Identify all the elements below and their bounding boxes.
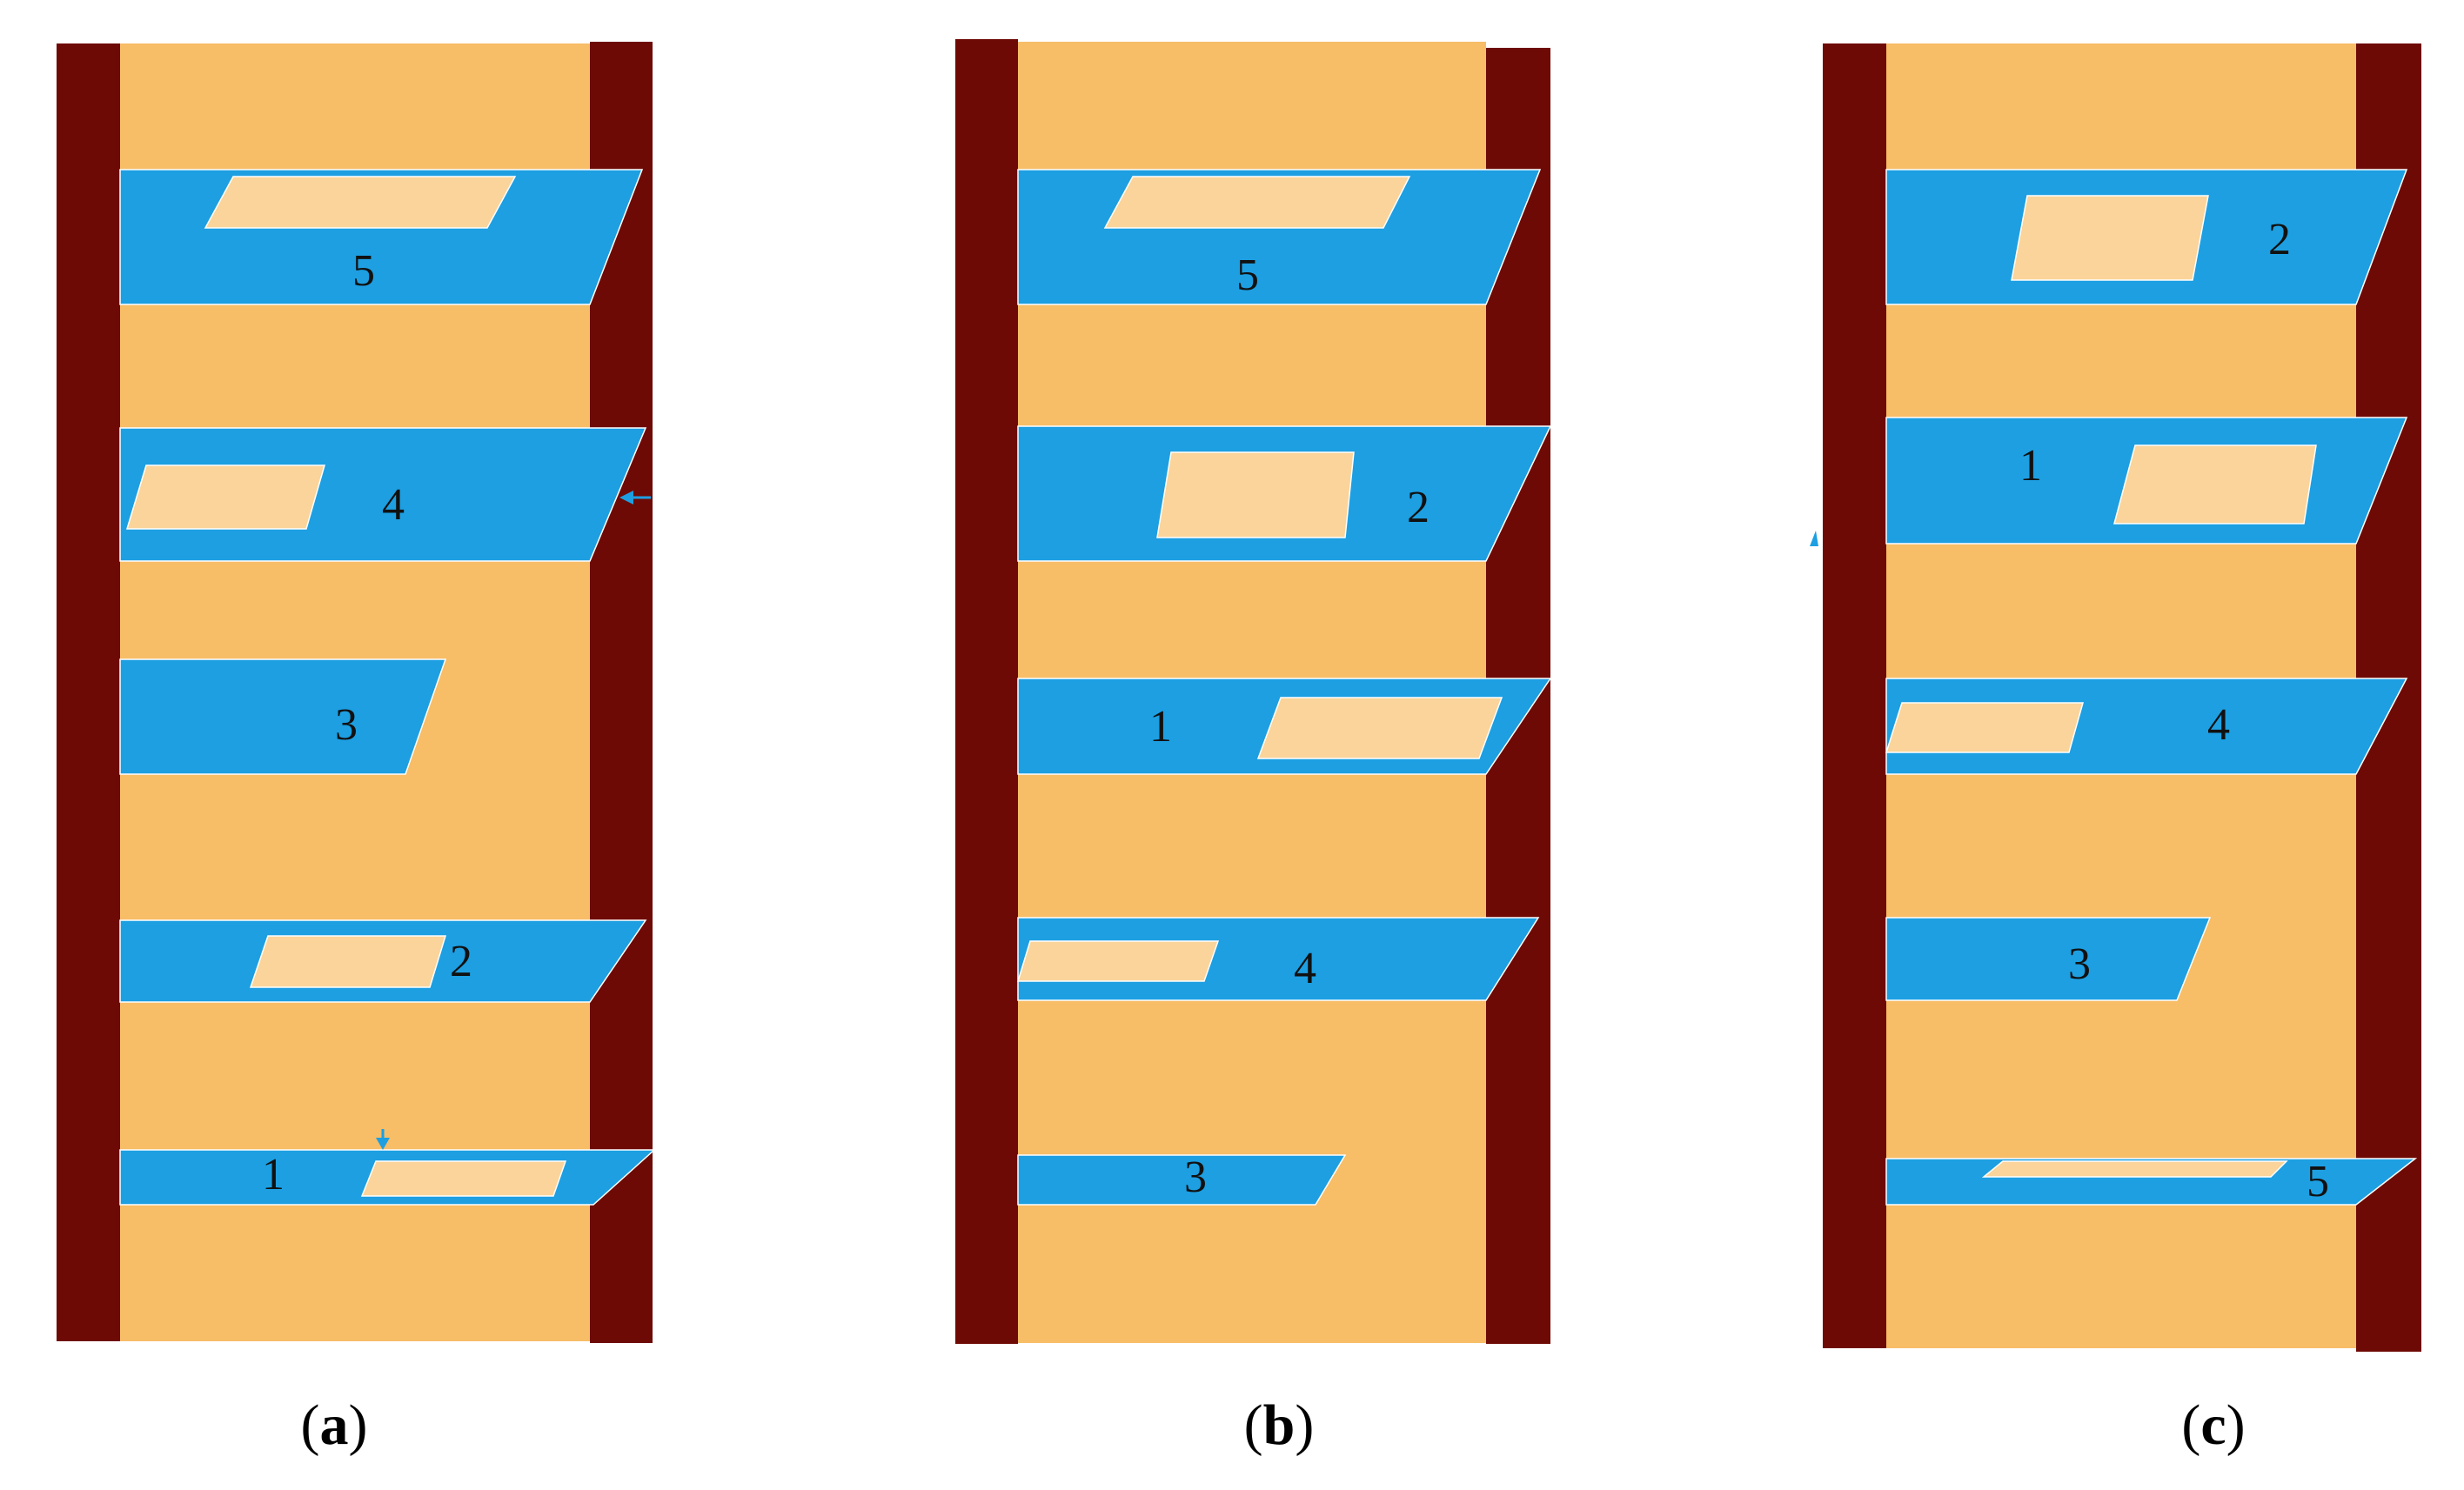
layer-number: 1 [2019, 441, 2042, 491]
panel-b-layer-3: 3 [1017, 1153, 1347, 1206]
panel-a: 5 4 3 2 1 (a) [57, 42, 656, 1457]
opening [360, 1160, 567, 1197]
arrow-marker-icon [619, 491, 651, 504]
panel-c-caption: (c) [2181, 1393, 2245, 1457]
layer-number: 5 [2307, 1157, 2329, 1206]
panel-b-layer-1: 1 [1017, 678, 1552, 775]
layer-number: 3 [335, 700, 358, 750]
opening [249, 935, 447, 988]
panel-b-caption: (b) [1244, 1393, 1315, 1457]
panel-c-layer-5: 5 [1885, 1157, 2418, 1206]
layer-number: 3 [2068, 939, 2091, 989]
panel-b-layer-4: 4 [1016, 917, 1540, 1001]
layer-number: 2 [450, 937, 472, 986]
panel-c-left-column [1823, 43, 1886, 1348]
layer-number: 3 [1184, 1153, 1207, 1202]
panel-a-layer-3: 3 [119, 658, 447, 775]
layer-number: 1 [1149, 702, 1172, 752]
panel-a-left-column [57, 43, 120, 1341]
panel-a-layer-1: 1 [119, 1149, 656, 1206]
panel-a-caption: (a) [301, 1393, 368, 1457]
arrow-marker-icon [376, 1129, 390, 1150]
layer-number: 5 [352, 246, 375, 296]
layer-number: 4 [1294, 944, 1316, 993]
opening [125, 464, 325, 530]
opening [204, 176, 517, 229]
layer-number: 2 [2268, 215, 2291, 264]
panel-b-layer-2: 2 [1017, 425, 1552, 562]
panel-a-layer-2: 2 [119, 919, 647, 1003]
opening [2011, 195, 2209, 281]
layer-number: 4 [382, 480, 405, 530]
panel-c-layer-1: 1 [1885, 417, 2408, 545]
panel-b-layer-5: 5 [1017, 169, 1542, 305]
arrow-marker-icon [1810, 531, 1818, 546]
opening [1885, 702, 2084, 753]
layer-number: 2 [1407, 483, 1430, 532]
opening [1981, 1160, 2288, 1178]
layer-number: 4 [2207, 700, 2230, 750]
panel-c-layer-3: 3 [1885, 917, 2212, 1001]
opening [1016, 940, 1220, 982]
panel-a-layer-4: 4 [119, 427, 647, 562]
opening [2113, 444, 2317, 525]
panel-b-left-column [955, 39, 1018, 1344]
panel-c: 2 1 4 3 5 (c) [1810, 43, 2421, 1457]
opening [1256, 697, 1503, 759]
panel-b: 5 2 1 4 3 (b) [955, 39, 1552, 1457]
panel-c-layer-2: 2 [1885, 169, 2408, 305]
panel-c-layer-4: 4 [1885, 678, 2408, 775]
layer-number: 1 [262, 1150, 285, 1199]
opening [1103, 176, 1411, 229]
panel-a-layer-5: 5 [119, 169, 644, 305]
opening [1156, 451, 1355, 538]
layer-number: 5 [1236, 251, 1259, 300]
